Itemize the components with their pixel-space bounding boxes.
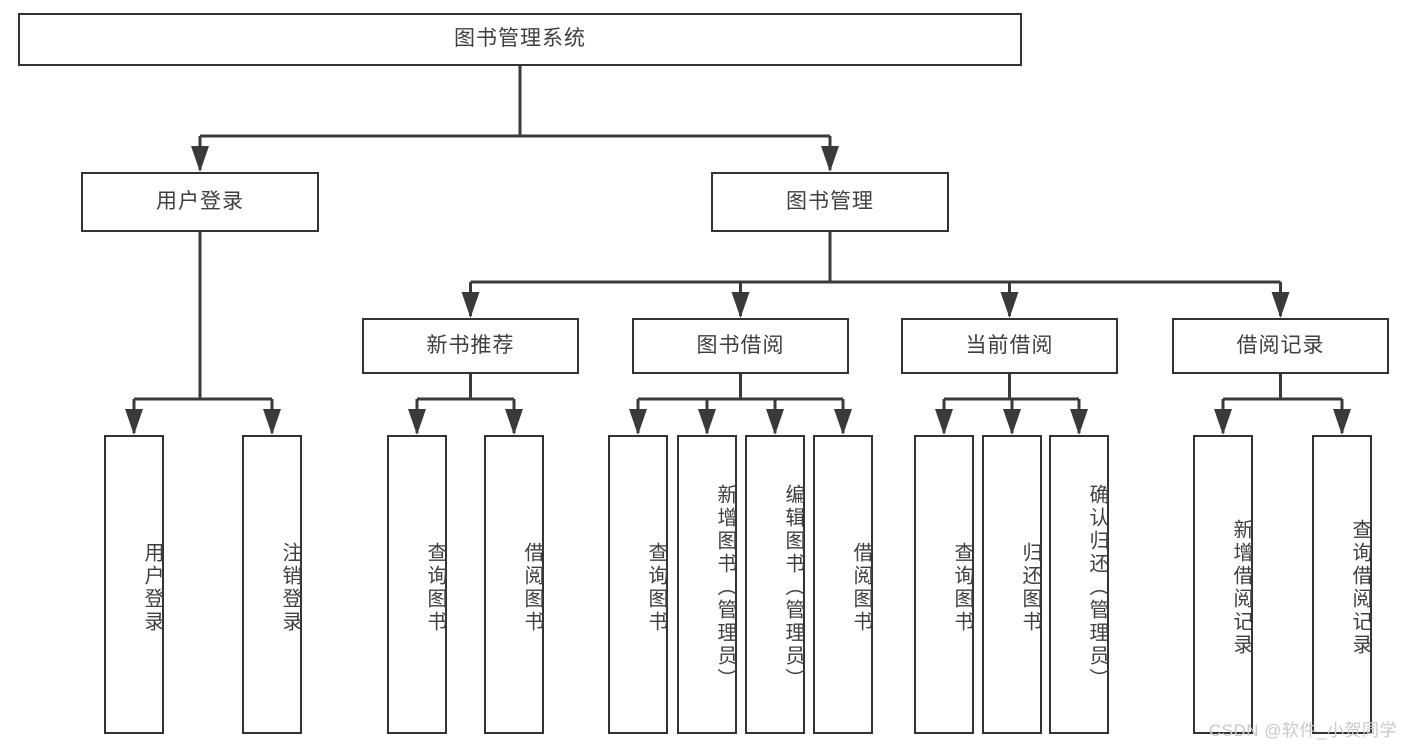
arrowhead bbox=[766, 409, 784, 435]
arrowhead bbox=[191, 146, 209, 172]
arrowhead bbox=[1214, 409, 1232, 435]
node-l3-confirm[interactable]: 确认归还（管理员） bbox=[1049, 435, 1109, 734]
node-label: 归还图书 bbox=[1019, 541, 1041, 634]
arrowhead bbox=[1003, 409, 1021, 435]
arrowhead bbox=[834, 409, 852, 435]
node-root[interactable]: 图书管理系统 bbox=[18, 13, 1022, 66]
node-l3-userlogin[interactable]: 用户登录 bbox=[104, 435, 164, 734]
arrowhead bbox=[698, 409, 716, 435]
node-l3-addrec[interactable]: 新增借阅记录 bbox=[1193, 435, 1253, 734]
arrowhead bbox=[1271, 292, 1290, 318]
node-label: 用户登录 bbox=[156, 189, 244, 213]
arrowhead bbox=[821, 146, 839, 172]
arrowhead bbox=[505, 409, 523, 435]
node-label: 查询图书 bbox=[951, 541, 973, 634]
node-label: 确认归还（管理员） bbox=[1086, 484, 1108, 691]
node-l3-editbook[interactable]: 编辑图书（管理员） bbox=[745, 435, 805, 734]
node-l3-return[interactable]: 归还图书 bbox=[982, 435, 1042, 734]
node-l3-addbook[interactable]: 新增图书（管理员） bbox=[677, 435, 737, 734]
node-l2-record[interactable]: 借阅记录 bbox=[1172, 318, 1389, 374]
node-l3-q1[interactable]: 查询图书 bbox=[387, 435, 447, 734]
node-l3-q3[interactable]: 查询图书 bbox=[914, 435, 974, 734]
node-label: 图书管理系统 bbox=[454, 27, 586, 51]
node-l3-borrow1[interactable]: 借阅图书 bbox=[484, 435, 544, 734]
node-label: 借阅图书 bbox=[850, 541, 872, 634]
node-l2-current[interactable]: 当前借阅 bbox=[901, 318, 1118, 374]
node-label: 查询图书 bbox=[645, 541, 667, 634]
node-l3-q2[interactable]: 查询图书 bbox=[608, 435, 668, 734]
arrowhead bbox=[935, 409, 953, 435]
node-l3-borrow2[interactable]: 借阅图书 bbox=[813, 435, 873, 734]
arrowhead bbox=[125, 409, 143, 435]
node-label: 借阅记录 bbox=[1236, 333, 1325, 357]
node-l2-borrow[interactable]: 图书借阅 bbox=[632, 318, 849, 374]
node-l1-books[interactable]: 图书管理 bbox=[711, 172, 949, 232]
node-label: 图书管理 bbox=[786, 189, 874, 213]
arrowhead bbox=[461, 292, 480, 318]
arrowhead bbox=[1333, 409, 1351, 435]
node-label: 查询借阅记录 bbox=[1349, 518, 1371, 657]
node-label: 新增借阅记录 bbox=[1230, 518, 1252, 657]
arrowhead bbox=[1000, 292, 1019, 318]
node-label: 新书推荐 bbox=[426, 333, 515, 357]
node-label: 新增图书（管理员） bbox=[714, 484, 736, 691]
node-label: 借阅图书 bbox=[521, 541, 543, 634]
node-label: 编辑图书（管理员） bbox=[782, 484, 804, 691]
arrowhead bbox=[1070, 409, 1088, 435]
arrowhead bbox=[731, 292, 750, 318]
node-label: 图书借阅 bbox=[696, 333, 785, 357]
node-l3-logout[interactable]: 注销登录 bbox=[242, 435, 302, 734]
node-label: 查询图书 bbox=[424, 541, 446, 634]
arrowhead bbox=[408, 409, 426, 435]
node-l3-qrec[interactable]: 查询借阅记录 bbox=[1312, 435, 1372, 734]
csdn-watermark: CSDN @软件_小贺同学 bbox=[1208, 721, 1397, 740]
node-label: 当前借阅 bbox=[965, 333, 1054, 357]
arrowhead bbox=[629, 409, 647, 435]
arrowhead bbox=[263, 409, 281, 435]
node-label: 用户登录 bbox=[141, 541, 163, 634]
node-l2-newbook[interactable]: 新书推荐 bbox=[362, 318, 579, 374]
node-label: 注销登录 bbox=[279, 541, 301, 634]
node-l1-login[interactable]: 用户登录 bbox=[81, 172, 319, 232]
